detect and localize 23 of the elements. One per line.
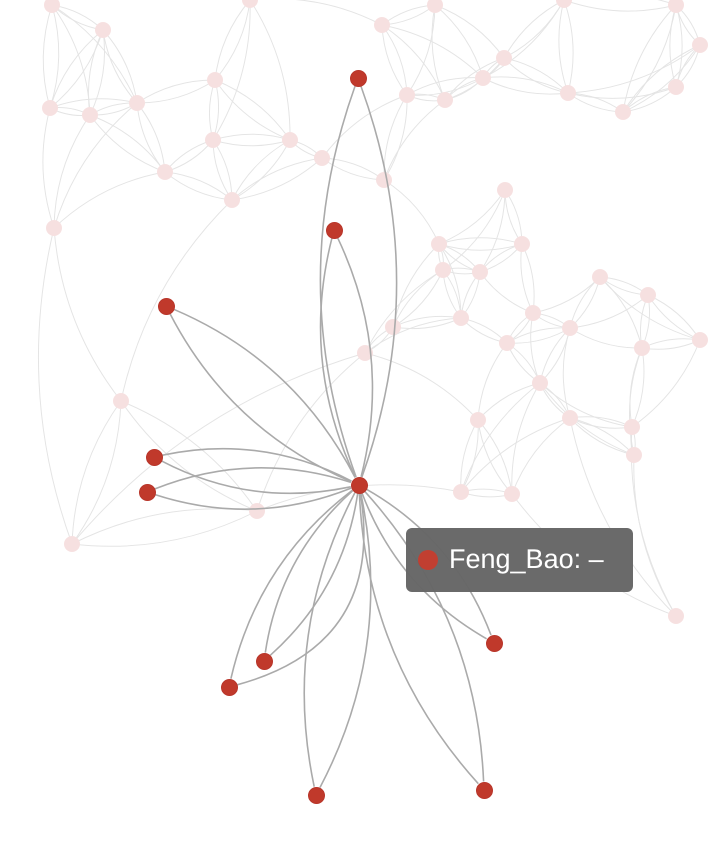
node-dot	[256, 652, 272, 670]
edge-curve	[161, 460, 351, 494]
node-dot	[158, 298, 174, 314]
tooltip-text: Feng_Bao: –	[449, 543, 604, 575]
node-dot	[220, 678, 238, 696]
edge-curve	[230, 490, 353, 679]
edge-curve	[336, 237, 374, 477]
node-dot	[350, 70, 366, 86]
edge-curve	[320, 238, 356, 478]
node-dot	[476, 782, 492, 798]
node-dot	[138, 484, 156, 500]
node-dot	[146, 448, 162, 466]
edge-curve	[319, 493, 372, 788]
edge-curve	[320, 86, 357, 478]
edge-curve	[154, 487, 352, 510]
edge-curve	[154, 467, 352, 490]
node-dot	[486, 634, 502, 652]
edge-curve	[162, 448, 352, 482]
node-dot	[308, 786, 324, 804]
node-dot	[326, 222, 342, 238]
edge-curve	[360, 86, 398, 478]
edge-curve	[304, 492, 356, 787]
node-dot	[350, 476, 368, 494]
